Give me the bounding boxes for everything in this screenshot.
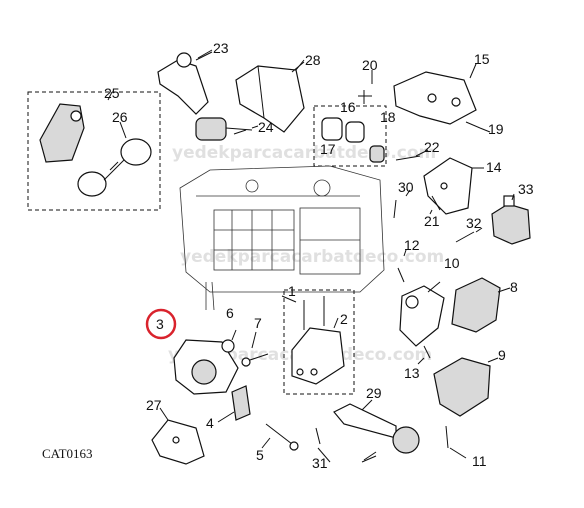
callout-5: 5 — [256, 447, 264, 463]
callout-11: 11 — [472, 453, 487, 469]
callout-17: 17 — [320, 141, 336, 157]
part-15-icon — [393, 71, 481, 129]
part-11-icon — [445, 425, 449, 449]
part-3-icon — [173, 339, 239, 395]
highlight-callout-3[interactable]: 3 — [145, 308, 177, 340]
callout-3: 3 — [156, 316, 164, 332]
callout-23: 23 — [213, 40, 229, 56]
callout-19: 19 — [488, 121, 504, 137]
cap-part-icon — [77, 171, 107, 197]
callout-32: 32 — [466, 215, 482, 231]
callout-20: 20 — [362, 57, 378, 73]
callout-30: 30 — [398, 179, 414, 195]
callout-21: 21 — [424, 213, 440, 229]
group-25-box — [27, 91, 161, 211]
group-1-box — [283, 289, 355, 395]
part-23-icon — [157, 51, 213, 115]
callout-16: 16 — [340, 99, 356, 115]
cap-part-icon — [120, 138, 152, 166]
bolt-part-icon — [393, 155, 441, 219]
callout-22: 22 — [424, 139, 440, 155]
callout-33: 33 — [518, 181, 534, 197]
part-4-icon — [231, 385, 251, 421]
part-27-icon — [151, 419, 205, 465]
part-32-icon — [455, 231, 475, 243]
callout-8: 8 — [510, 279, 518, 295]
callout-9: 9 — [498, 347, 506, 363]
part-31-icon — [315, 427, 377, 461]
callout-10: 10 — [444, 255, 460, 271]
part-12-icon — [397, 267, 405, 283]
callout-15: 15 — [474, 51, 490, 67]
callout-26: 26 — [112, 109, 128, 125]
callout-18: 18 — [380, 109, 396, 125]
catalog-code: CAT0163 — [42, 446, 93, 461]
callout-24: 24 — [258, 119, 274, 135]
svg-text:yedekparcacarbatdeco.com: yedekparcacarbatdeco.com — [180, 247, 444, 267]
part-14-icon — [423, 157, 473, 215]
part-6-icon — [221, 339, 235, 353]
callout-12: 12 — [404, 237, 420, 253]
part-5-icon — [265, 423, 299, 451]
part-29-icon — [333, 403, 420, 454]
part-7-icon — [241, 353, 269, 367]
callout-4: 4 — [206, 415, 214, 431]
part-33-icon — [491, 195, 531, 245]
part-9-icon — [433, 357, 491, 417]
callout-28: 28 — [305, 52, 321, 68]
callout-27: 27 — [146, 397, 162, 413]
part-10-icon — [399, 285, 445, 347]
leader-lines — [107, 49, 515, 463]
callout-6: 6 — [226, 305, 234, 321]
part-13-icon — [423, 345, 431, 359]
callout-31: 31 — [312, 455, 328, 471]
callout-25: 25 — [104, 85, 120, 101]
callout-2: 2 — [340, 311, 348, 327]
callout-29: 29 — [366, 385, 382, 401]
part-8-icon — [451, 277, 501, 333]
callout-14: 14 — [486, 159, 502, 175]
callout-1: 1 — [288, 283, 296, 299]
group-16-box — [313, 90, 387, 167]
callout-7: 7 — [254, 315, 262, 331]
highlight-ring — [145, 308, 177, 340]
part-24-icon — [195, 117, 253, 141]
engine-illustration — [179, 165, 385, 311]
callout-labels: 23 28 20 15 25 26 16 18 24 19 17 22 14 3… — [104, 40, 534, 471]
callout-13: 13 — [404, 365, 420, 381]
